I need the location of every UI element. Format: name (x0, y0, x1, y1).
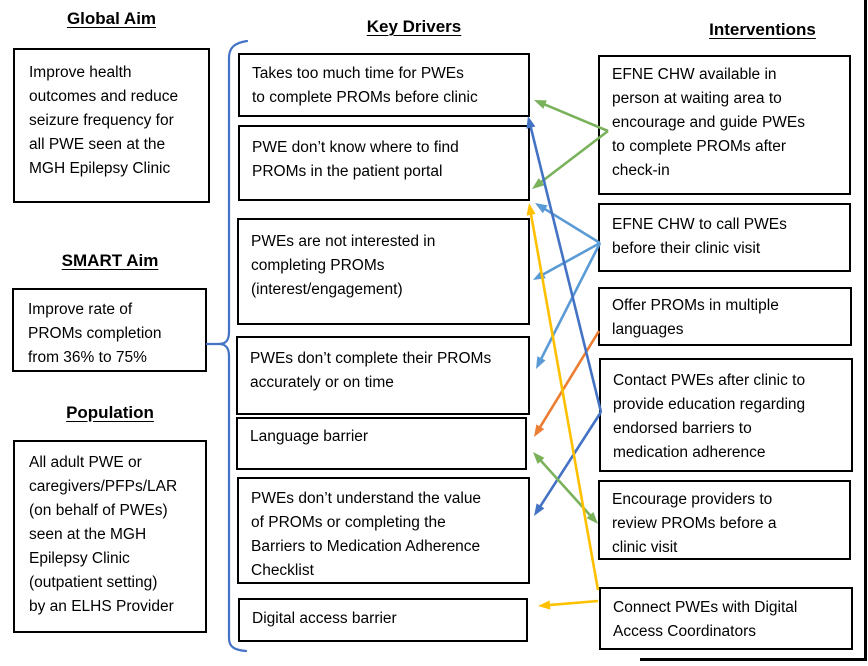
key-driver-text-5: Language barrier (250, 428, 369, 445)
connection-intervention-6-key-driver-7 (545, 599, 599, 607)
arrowhead-key-driver-5-intervention-5 (586, 512, 598, 524)
key-driver-box-6: PWEs don’t understand the value of PROMs… (237, 477, 530, 584)
key-driver-box-4: PWEs don’t complete their PROMs accurate… (236, 336, 530, 415)
intervention-text-6: Connect PWEs with Digital Access Coordin… (613, 599, 798, 640)
intervention-text-1: EFNE CHW available in person at waiting … (612, 66, 806, 179)
intervention-text-2: EFNE CHW to call PWEs before their clini… (612, 216, 787, 257)
arrowhead-intervention-2-key-driver-3 (533, 270, 546, 280)
smart-aim-text: Improve rate of PROMs completion from 36… (28, 301, 162, 366)
connection-intervention-4-key-driver-6 (537, 411, 603, 510)
connection-intervention-4-key-driver-1 (528, 123, 603, 413)
key-driver-box-5: Language barrier (236, 417, 527, 470)
arrowhead-intervention-2-key-driver-2 (535, 203, 548, 214)
connection-intervention-2-key-driver-2 (541, 206, 601, 245)
arrowhead-intervention-2-key-driver-4 (536, 356, 546, 369)
key-driver-text-1: Takes too much time for PWEs to complete… (252, 65, 478, 106)
intervention-box-2: EFNE CHW to call PWEs before their clini… (598, 203, 851, 272)
connection-intervention-5-key-driver-5 (537, 457, 594, 519)
smart-aim-heading: SMART Aim (61, 251, 159, 270)
population-heading: Population (66, 403, 154, 422)
key-driver-text-6: PWEs don’t understand the value of PROMs… (251, 490, 482, 579)
smart-aim-box: Improve rate of PROMs completion from 36… (12, 288, 207, 372)
key-driver-text-3: PWEs are not interested in completing PR… (251, 233, 436, 298)
key-driver-text-4: PWEs don’t complete their PROMs accurate… (250, 350, 492, 391)
connection-intervention-2-key-driver-3 (539, 241, 601, 278)
key-driver-box-7: Digital access barrier (238, 598, 528, 642)
slide-border-bottom (640, 658, 867, 661)
key-driver-box-3: PWEs are not interested in completing PR… (237, 218, 530, 325)
arrowhead-intervention-3-key-driver-5 (534, 424, 545, 437)
connection-intervention-6-key-driver-2 (529, 210, 600, 591)
intervention-box-5: Encourage providers to review PROMs befo… (598, 480, 851, 560)
connection-intervention-3-key-driver-5 (537, 330, 601, 431)
global-aim-heading: Global Aim (66, 9, 157, 28)
key-driver-text-7: Digital access barrier (252, 610, 397, 627)
intervention-box-1: EFNE CHW available in person at waiting … (598, 55, 851, 195)
population-box: All adult PWE or caregivers/PFPs/LAR (on… (13, 440, 207, 633)
arrowhead-intervention-4-key-driver-6 (534, 503, 545, 516)
global-aim-box: Improve health outcomes and reduce seizu… (13, 48, 210, 203)
intervention-box-3: Offer PROMs in multiple languages (598, 287, 852, 346)
connection-intervention-2-key-driver-4 (538, 242, 602, 363)
population-text: All adult PWE or caregivers/PFPs/LAR (on… (29, 454, 178, 615)
global-aim-text: Improve health outcomes and reduce seizu… (29, 64, 179, 177)
interventions-heading: Interventions (709, 20, 816, 39)
intervention-text-4: Contact PWEs after clinic to provide edu… (613, 372, 806, 461)
key-driver-text-2: PWE don’t know where to find PROMs in th… (252, 139, 459, 180)
arrowhead-intervention-1-key-driver-2 (532, 178, 545, 189)
slide-border-right (864, 0, 867, 661)
intervention-box-6: Connect PWEs with Digital Access Coordin… (599, 587, 853, 650)
key-driver-box-2: PWE don’t know where to find PROMs in th… (238, 125, 530, 201)
key-drivers-heading: Key Drivers (366, 17, 462, 36)
intervention-text-3: Offer PROMs in multiple languages (612, 297, 779, 338)
arrowhead-intervention-1-key-driver-1 (534, 100, 547, 109)
intervention-text-5: Encourage providers to review PROMs befo… (612, 491, 777, 556)
arrowhead-intervention-5-key-driver-5 (533, 452, 545, 464)
intervention-box-4: Contact PWEs after clinic to provide edu… (599, 358, 853, 472)
arrowhead-intervention-6-key-driver-7 (538, 600, 551, 610)
key-driver-box-1: Takes too much time for PWEs to complete… (238, 53, 530, 117)
arrowhead-intervention-6-key-driver-2 (526, 203, 536, 216)
